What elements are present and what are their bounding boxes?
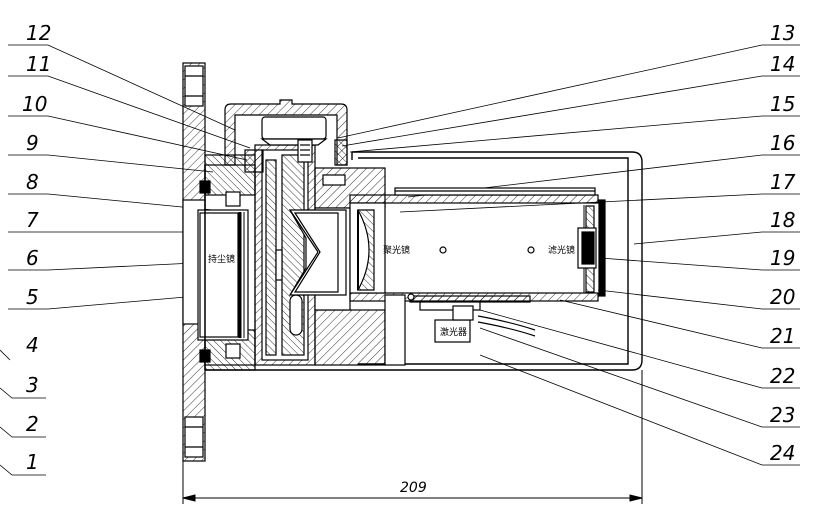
right-leader-lines [337, 44, 800, 466]
outer-casing [204, 151, 643, 371]
label-6: 6 [26, 246, 39, 270]
left-leader-lines [0, 44, 251, 476]
label-22: 22 [770, 364, 795, 388]
label-1: 1 [26, 450, 39, 474]
main-body [204, 144, 316, 366]
top-cap [224, 99, 348, 166]
label-7: 7 [26, 208, 39, 232]
label-13: 13 [770, 21, 795, 45]
dust-mirror-housing [197, 154, 256, 371]
label-20: 20 [770, 285, 795, 309]
label-10: 10 [22, 92, 47, 116]
optical-tube [349, 187, 606, 302]
label-14: 14 [770, 52, 795, 76]
label-19: 19 [770, 246, 795, 270]
label-21: 21 [770, 324, 795, 348]
dust-mirror-label: 持尘镜 [208, 253, 235, 265]
label-8: 8 [26, 170, 39, 194]
filter-mirror-label: 滤光镜 [548, 244, 575, 256]
dimension-value: 209 [400, 480, 427, 496]
label-23: 23 [770, 403, 795, 427]
label-18: 18 [770, 208, 795, 232]
label-12: 12 [26, 21, 51, 45]
label-9: 9 [26, 131, 39, 155]
label-3: 3 [26, 373, 39, 397]
focus-mirror-label: 聚光镜 [383, 244, 410, 256]
dimension-line [182, 370, 643, 504]
label-15: 15 [770, 92, 795, 116]
label-4: 4 [26, 333, 39, 357]
laser-module [384, 293, 536, 366]
label-2: 2 [26, 412, 39, 436]
label-5: 5 [26, 285, 39, 309]
label-16: 16 [770, 131, 795, 155]
label-11: 11 [26, 52, 51, 76]
laser-label: 激光器 [440, 326, 467, 338]
label-24: 24 [770, 441, 795, 465]
label-17: 17 [770, 170, 796, 194]
